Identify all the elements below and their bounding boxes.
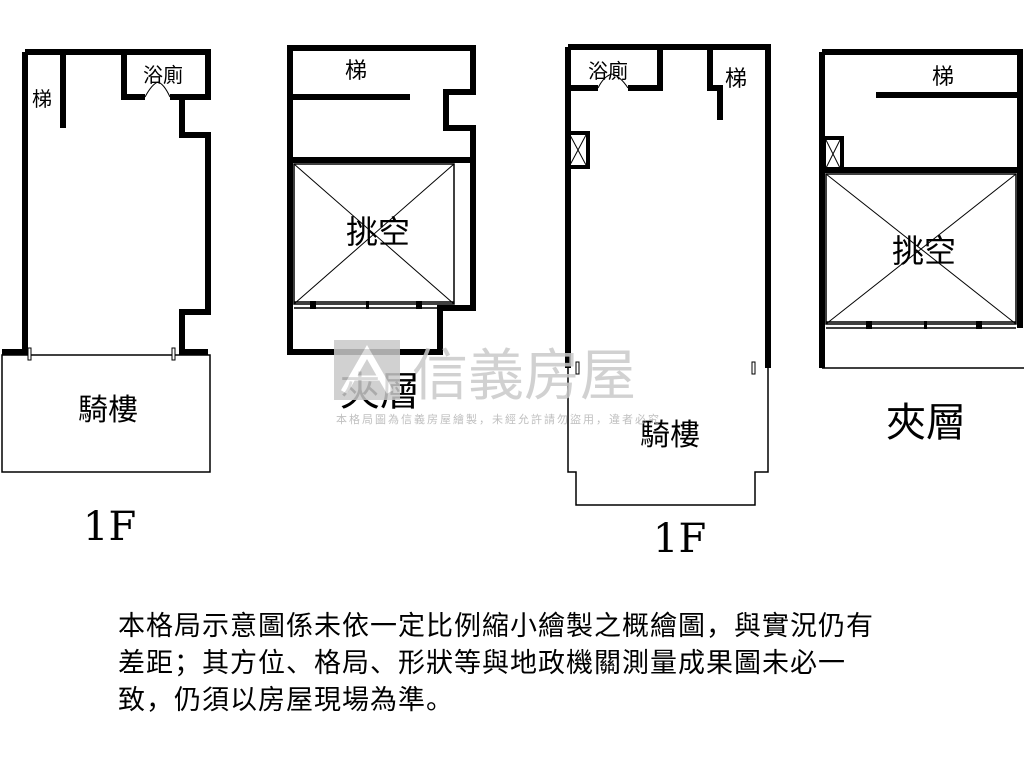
left-1f-walls <box>2 49 211 355</box>
left-1f-arcade-label: 騎樓 <box>78 393 138 428</box>
right-mezz-void-label: 挑空 <box>892 232 956 270</box>
left-1f-bath-wall <box>121 52 182 100</box>
right-mezz-duct-x2 <box>825 139 841 169</box>
right-1f-door-mark-left <box>575 361 580 375</box>
left-mezz-walls <box>287 45 476 355</box>
left-mezz-void-x2 <box>293 163 455 305</box>
right-1f-bath-label: 浴廁 <box>588 59 628 83</box>
right-1f-floor-label: 1F <box>653 516 706 562</box>
right-1f-bath-door <box>597 73 629 89</box>
left-1f-door-mark-left <box>27 347 32 361</box>
left-1f-bath-door <box>144 81 171 98</box>
left-mezz-rail-post-2 <box>366 301 369 309</box>
left-1f-door-mark-right <box>171 347 176 361</box>
right-1f-stair-label: 梯 <box>725 67 747 92</box>
right-1f-arcade-label: 騎樓 <box>640 418 700 453</box>
right-1f-walls <box>565 44 771 368</box>
watermark: 信義房屋 本格局圖為信義房屋繪製，未經允許請勿盜用，違者必究 <box>334 340 661 426</box>
left-mezz-rail-post-1 <box>310 301 316 309</box>
left-1f-bath-label: 浴廁 <box>143 63 183 87</box>
left-mezz-rail-post-3 <box>416 301 422 309</box>
right-mezz-rail-post-1 <box>866 321 872 329</box>
right-mezz-void-x2 <box>825 173 1017 325</box>
left-mezz-void-label: 挑空 <box>346 213 410 251</box>
disclaimer-text: 本格局示意圖係未依一定比例縮小繪製之概繪圖，與實況仍有差距；其方位、格局、形狀等… <box>118 611 874 716</box>
right-1f-arcade <box>567 368 769 506</box>
left-1f-floor-label: 1F <box>83 504 136 550</box>
right-mezz-rail-post-3 <box>976 321 982 329</box>
right-mezz-name-label: 夾層 <box>886 400 966 446</box>
right-1f-plan: 浴廁 梯 騎樓 1F <box>565 44 771 562</box>
right-1f-duct-x2 <box>569 134 587 166</box>
right-1f-door-mark-right <box>751 361 756 375</box>
watermark-logo-icon <box>334 340 400 400</box>
right-mezz-stair-label: 梯 <box>932 65 954 90</box>
right-1f-stair-wall <box>707 47 723 120</box>
right-1f-bath-wall <box>568 47 663 91</box>
right-mezz-rail-post-2 <box>924 321 927 329</box>
right-mezz-plan: 梯 挑空 夾層 <box>819 49 1024 446</box>
left-1f-stair-label: 梯 <box>32 87 52 111</box>
watermark-brand: 信義房屋 <box>412 344 636 409</box>
right-1f-duct <box>566 131 590 169</box>
right-mezz-void-box <box>825 173 1017 325</box>
left-1f-arcade <box>1 354 211 473</box>
left-mezz-void-box <box>293 163 455 305</box>
right-mezz-walls <box>819 49 1023 368</box>
right-mezz-duct <box>822 136 844 172</box>
left-1f-plan: 梯 浴廁 騎樓 1F <box>1 49 211 550</box>
left-mezz-stair-label: 梯 <box>345 59 367 84</box>
watermark-notice: 本格局圖為信義房屋繪製，未經允許請勿盜用，違者必究 <box>336 412 661 426</box>
